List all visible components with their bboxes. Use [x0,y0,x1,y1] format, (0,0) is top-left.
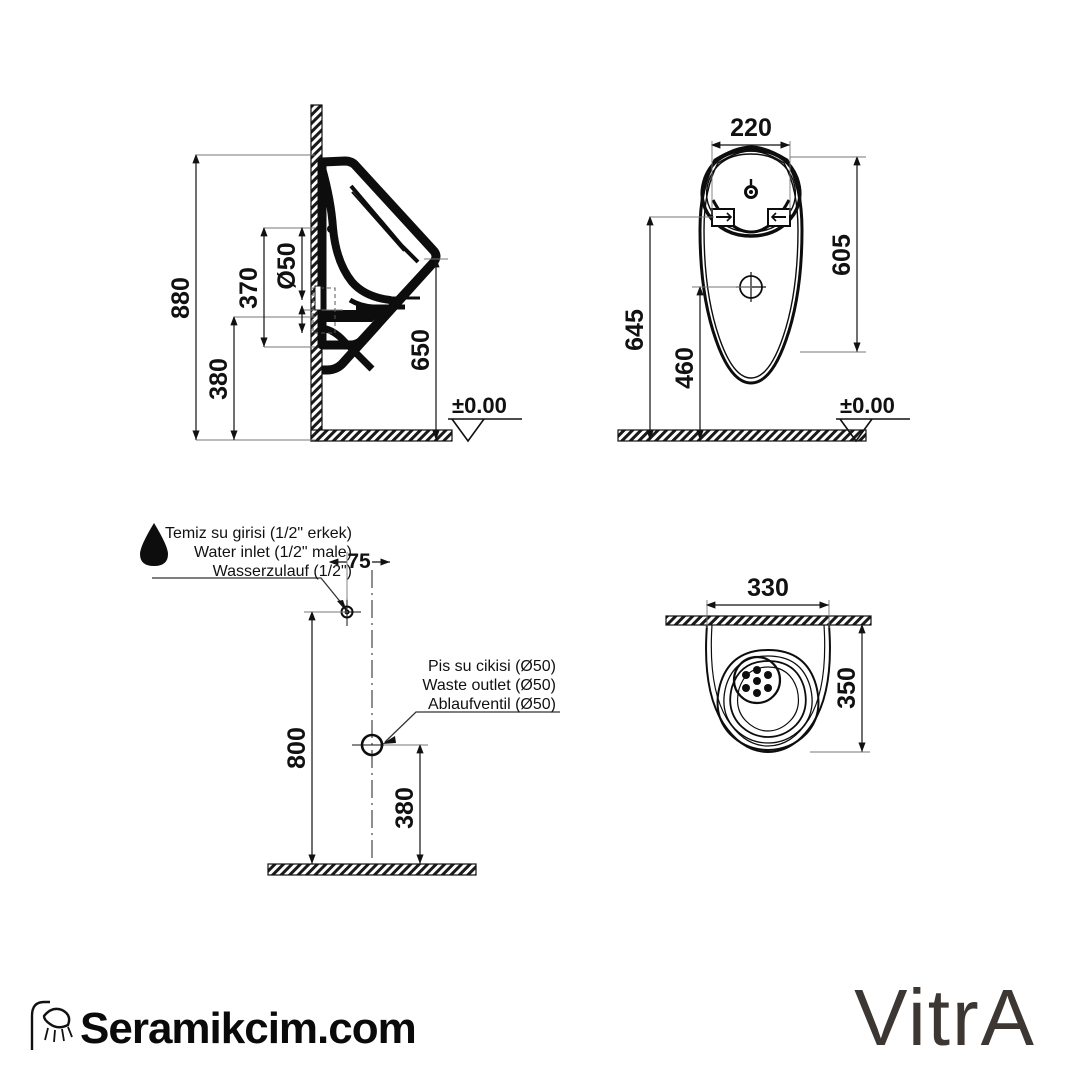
urinal-front-profile [698,145,804,385]
dimension-460-label: 460 [671,347,699,389]
dimension-650: 650 [407,257,448,440]
dimension-75: 75 [328,550,390,600]
dimension-605-label: 605 [828,234,856,276]
floor-section-connections [267,863,477,876]
dimension-460: 460 [671,285,752,440]
dimension-380-connections: 380 [384,743,428,864]
dimension-370-label: 370 [235,267,263,309]
water-drop-icon [140,523,168,566]
datum-label-front: ±0.00 [840,393,895,418]
floor-section [310,429,453,442]
water-inlet-note-de: Wasserzulauf (1/2") [213,563,352,580]
dimension-330-label: 330 [747,574,789,602]
top-plan-view: 330 350 [665,574,872,754]
dimension-645-label: 645 [621,309,649,351]
waste-outlet-note-de: Ablaufventil (Ø50) [428,696,556,713]
shower-head-icon [30,1000,73,1050]
dimension-diameter-50: Ø50 [273,226,306,333]
dimension-650-label: 650 [407,329,435,371]
dimension-330: 330 [705,574,830,628]
rough-in-connections-view: Temiz su girisi (1/2" erkek) Water inlet… [140,523,560,876]
dimension-880: 880 [167,153,315,441]
dimension-380-connections-label: 380 [391,787,419,829]
floor-section-front [617,429,867,442]
dimension-350: 350 [810,623,870,753]
side-elevation-view: 880 380 370 Ø50 650 ±0.00 [167,104,522,443]
dimension-800: 800 [283,610,348,864]
drain-grate [732,655,782,705]
water-inlet-leader [152,577,348,612]
urinal-plan-profile [705,624,831,754]
dimension-880-label: 880 [167,277,195,319]
dimension-645: 645 [621,215,714,440]
vitra-logo: VitrA [854,973,1036,1062]
hidden-fixing-outline [312,287,336,334]
watermark-seramikcim-text: Seramikcim.com [80,1004,417,1053]
front-elevation-view: 220 605 645 460 ±0.00 [617,114,910,443]
dimension-605: 605 [790,155,866,353]
datum-label-side: ±0.00 [452,393,507,418]
urinal-side-profile [303,156,441,375]
waste-outlet-note-tr: Pis su cikisi (Ø50) [428,658,556,675]
datum-marker-front: ±0.00 [836,393,910,443]
dimension-220: 220 [710,114,791,215]
water-inlet-note-tr: Temiz su girisi (1/2" erkek) [165,525,352,542]
water-inlet-note-en: Water inlet (1/2" male) [194,544,352,561]
datum-marker-side: ±0.00 [448,393,522,443]
wall-section-plan [665,615,872,626]
dimension-800-label: 800 [283,727,311,769]
waste-outlet-note-en: Waste outlet (Ø50) [422,677,556,694]
watermark-seramikcim: Seramikcim.com [22,994,417,1056]
dimension-350-label: 350 [833,667,861,709]
dimension-220-label: 220 [730,114,772,142]
dimension-diameter-50-label: Ø50 [273,242,301,289]
wall-fixing-bracket-right [767,208,791,227]
water-inlet-point [327,225,335,233]
dimension-370: 370 [235,226,315,348]
waste-outlet-leader [382,711,560,744]
dimension-380-side-label: 380 [205,358,233,400]
wall-fixing-bracket-left [711,208,735,227]
dimension-75-label: 75 [347,550,371,573]
